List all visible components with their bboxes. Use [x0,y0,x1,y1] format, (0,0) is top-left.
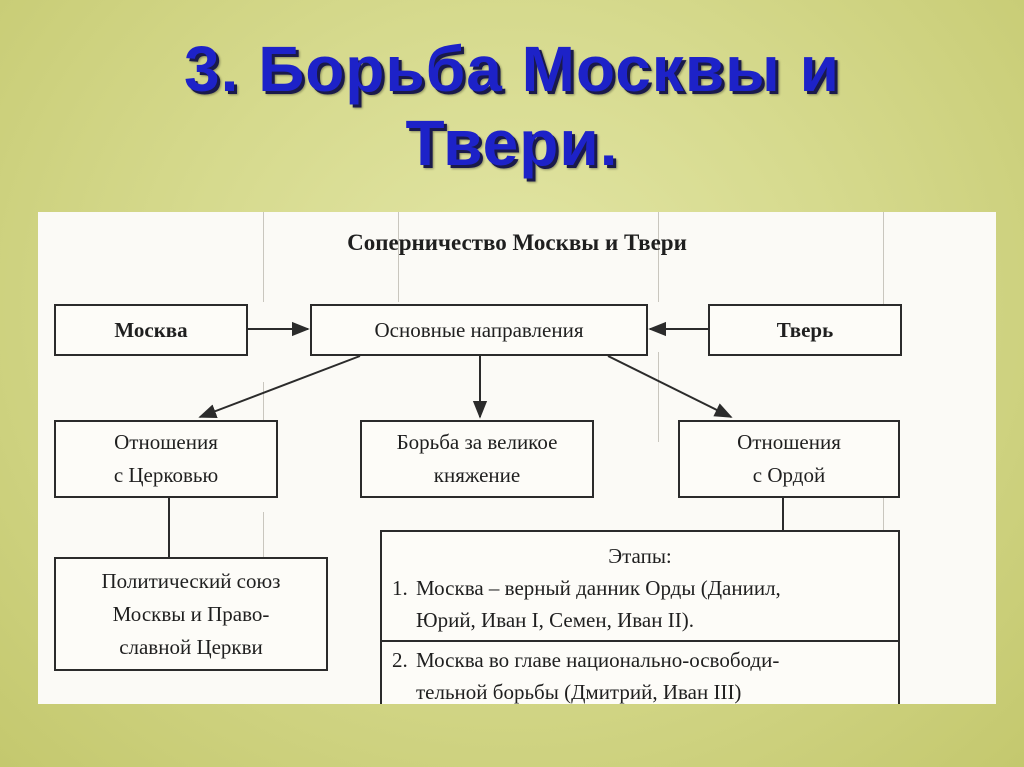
arrow-directions-to-horde [607,355,733,418]
stage-text: Москва – верный данник Орды (Даниил, Юри… [416,572,888,636]
node-moscow-label: Москва [114,317,188,342]
node-union-label-1: Политический союз [101,568,281,593]
stage-number: 2. [392,648,408,672]
node-church-relations: Отношения с Церковью [54,420,278,498]
stage-item: 2. Москва во главе национально-освободи-… [382,640,898,704]
node-horde-label-2: с Ордой [752,463,826,487]
slide-title: 3. Борьба Москвы и Твери. [0,32,1024,180]
bleed-through-line [398,212,399,302]
node-tver: Тверь [708,304,902,356]
node-main-directions: Основные направления [310,304,648,356]
node-union-label-2: Москвы и Право- [112,601,270,626]
stage-text-line: Москва во главе национально-освободи- [416,648,780,672]
stage-text-line: Москва – верный данник Орды (Даниил, [416,576,781,600]
slide-title-line-2: Твери. [405,107,619,179]
stage-number: 1. [392,576,408,600]
diagram-connectors [168,321,784,557]
diagram-title: Соперничество Москвы и Твери [347,230,687,255]
node-church-label-1: Отношения [114,430,218,454]
stage-text-line: тельной борьбы (Дмитрий, Иван III) [416,680,742,704]
node-grand-principality: Борьба за великое княжение [360,420,594,498]
bleed-through-line [883,212,884,322]
node-grand-label-1: Борьба за великое [396,430,558,454]
bleed-through-line [883,442,884,562]
node-horde-label-1: Отношения [737,430,841,454]
bleed-through-line [658,212,659,302]
stage-text: Москва во главе национально-освободи- те… [416,644,888,704]
bleed-through-line [658,352,659,442]
node-tver-label: Тверь [776,317,834,342]
node-main-directions-label: Основные направления [374,317,584,342]
node-union-label-3: славной Церкви [119,634,263,659]
stage-text-line: Юрий, Иван I, Семен, Иван II). [416,608,694,632]
node-grand-label-2: княжение [433,463,521,487]
node-political-union: Политический союз Москвы и Право- славно… [54,557,328,671]
bleed-through-line [263,212,264,302]
stage-item: 1. Москва – верный данник Орды (Даниил, … [392,572,888,636]
node-horde-relations: Отношения с Ордой [678,420,900,498]
node-stages: Этапы: 1. Москва – верный данник Орды (Д… [380,530,900,704]
stages-heading: Этапы: [608,544,672,568]
scanned-diagram: Соперничество Москвы и Твери Москва Осно… [38,212,996,704]
arrow-directions-to-church [198,355,361,418]
node-church-label-2: с Церковью [113,463,219,487]
node-moscow: Москва [54,304,248,356]
slide-title-line-1: 3. Борьба Москвы и [184,33,840,105]
